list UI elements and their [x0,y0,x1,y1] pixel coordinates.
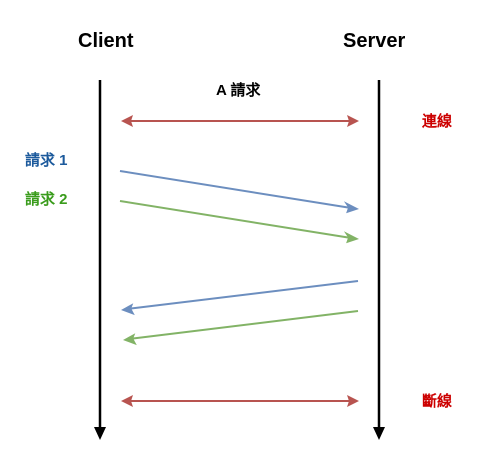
request-1-arrow [119,170,359,214]
server-title: Server [343,30,406,52]
client-lifeline [94,80,106,440]
response-2-arrow [123,310,359,346]
disconnection-arrow [121,395,359,407]
connection-arrow [121,115,359,127]
response-1-arrow [121,280,359,316]
a-request-label: A 請求 [216,82,261,99]
client-title: Client [78,30,134,52]
request-1-label: 請求 1 [25,152,68,169]
server-lifeline [373,80,385,440]
request-2-arrow [119,200,359,244]
connect-label: 連線 [422,113,453,130]
disconnect-label: 斷線 [422,393,453,410]
request-2-label: 請求 2 [25,191,68,208]
